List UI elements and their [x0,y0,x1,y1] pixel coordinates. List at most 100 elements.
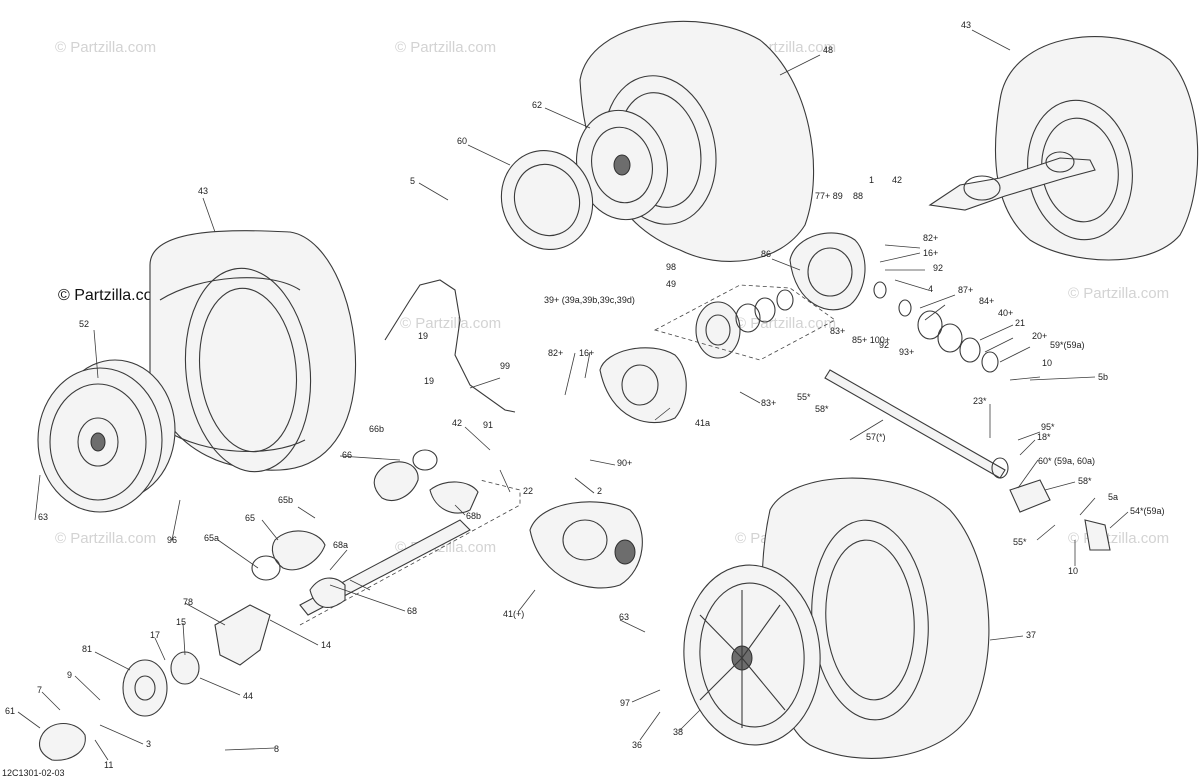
callout-label: 42 [892,175,902,185]
callout-label: 37 [1026,630,1036,640]
callout-label: 98 [666,262,676,272]
callout-label: 40+ [998,308,1013,318]
callout-label: 2 [597,486,602,496]
callout-label: 5a [1108,492,1118,502]
callout-label: 19 [418,331,428,341]
callout-label: 65 [245,513,255,523]
rim-rear-top[interactable] [567,102,678,228]
callout-label: 20+ [1032,331,1047,341]
u-joint-rear[interactable] [1084,519,1111,551]
assembly-box-rear-diff [653,284,836,361]
bearings-rear[interactable] [735,281,999,373]
callout-label: 10 [1042,358,1052,368]
drive-shaft-rear-right[interactable] [928,151,1096,211]
callout-label: 87+ [958,285,973,295]
callout-label: 55* [1013,537,1027,547]
watermark: © Partzilla.com [55,39,156,56]
callout-label: 92 [933,263,943,273]
callout-label: 63 [619,612,629,622]
differential-housing-front[interactable] [599,347,687,424]
callout-label: 78 [183,597,193,607]
steering-knuckle[interactable] [214,604,271,666]
callout-label: 68 [407,606,417,616]
callout-label: 17 [150,630,160,640]
callout-label: 83+ [761,398,776,408]
watermark: © Partzilla.com [1068,285,1169,302]
rim-rear-bottom[interactable] [678,560,826,749]
callout-label: 61 [5,706,15,716]
callout-label: 42 [452,418,462,428]
callout-label: 57(*) [866,432,886,442]
callout-label: 95* [1041,422,1055,432]
callout-label: 41(+) [503,609,524,619]
callout-label: 81 [82,644,92,654]
callout-label: 86 [761,249,771,259]
callout-label: 66b [369,424,384,434]
callout-label: 65a [204,533,219,543]
callout-label: 82+ [923,233,938,243]
tire-right-top[interactable] [994,36,1199,261]
callout-label: 58* [815,404,829,414]
tire-front-left[interactable] [149,230,357,478]
cv-boot-front[interactable] [251,530,326,581]
callout-label: 91 [483,420,493,430]
callout-label: 3 [146,739,151,749]
differential-housing-rear[interactable] [789,232,866,311]
callout-labels: 43 48 43 62 60 5 77+ 89 88 1 42 82+ 16+ … [5,20,1165,770]
leader-lines [17,29,1129,761]
callout-label: 14 [321,640,331,650]
beadlock-ring[interactable] [488,138,607,263]
drawing-code: 12C1301-02-03 [2,768,65,778]
callout-label: 21 [1015,318,1025,328]
callout-label: 39+ (39a,39b,39c,39d) [544,295,635,305]
callout-label: 44 [243,691,253,701]
differential-assembly[interactable] [529,501,643,589]
callout-label: 5 [410,176,415,186]
callout-label: 58* [1078,476,1092,486]
callout-label: 54*(59a) [1130,506,1165,516]
watermark: © Partzilla.com [395,39,496,56]
callout-label: 48 [823,45,833,55]
callout-label: 97 [620,698,630,708]
callout-label: 8 [274,744,279,754]
callout-label: 93+ [899,347,914,357]
callout-label: 63 [38,512,48,522]
callout-label: 16+ [579,348,594,358]
prop-shaft[interactable] [824,369,1009,479]
callout-label: 62 [532,100,542,110]
callout-label: 5b [1098,372,1108,382]
watermark: © Partzilla.com [55,530,156,547]
callout-label: 19 [424,376,434,386]
watermark: © Partzilla.com [400,315,501,332]
callout-label: 22 [523,486,533,496]
callout-label: 49 [666,279,676,289]
callout-label: 66 [342,450,352,460]
callout-label: 18* [1037,432,1051,442]
u-joint-front[interactable] [1009,479,1051,513]
watermark: © Partzilla.com [735,315,836,332]
hub-cap[interactable] [38,722,86,761]
callout-label: 92 [879,340,889,350]
callout-label: 36 [632,740,642,750]
callout-label: 10 [1068,566,1078,576]
callout-label: 41a [695,418,710,428]
callout-label: 43 [198,186,208,196]
callout-label: 15 [176,617,186,627]
callout-label: 84+ [979,296,994,306]
hub-assembly[interactable] [122,651,200,717]
callout-label: 52 [79,319,89,329]
callout-label: 77+ 89 [815,191,843,201]
callout-label: 55* [797,392,811,402]
callout-label: 82+ [548,348,563,358]
rim-front-left[interactable] [37,359,176,513]
drive-shaft-front[interactable] [299,481,479,616]
callout-label: 11 [104,760,113,770]
callout-label: 9 [67,670,72,680]
partzilla-logo-watermark: © Partzilla.com [58,287,166,304]
differential-gear[interactable] [695,301,741,359]
cv-boot-rear[interactable] [373,449,438,501]
callout-label: 65b [278,495,293,505]
callout-label: 43 [961,20,971,30]
brake-line[interactable] [384,279,516,413]
